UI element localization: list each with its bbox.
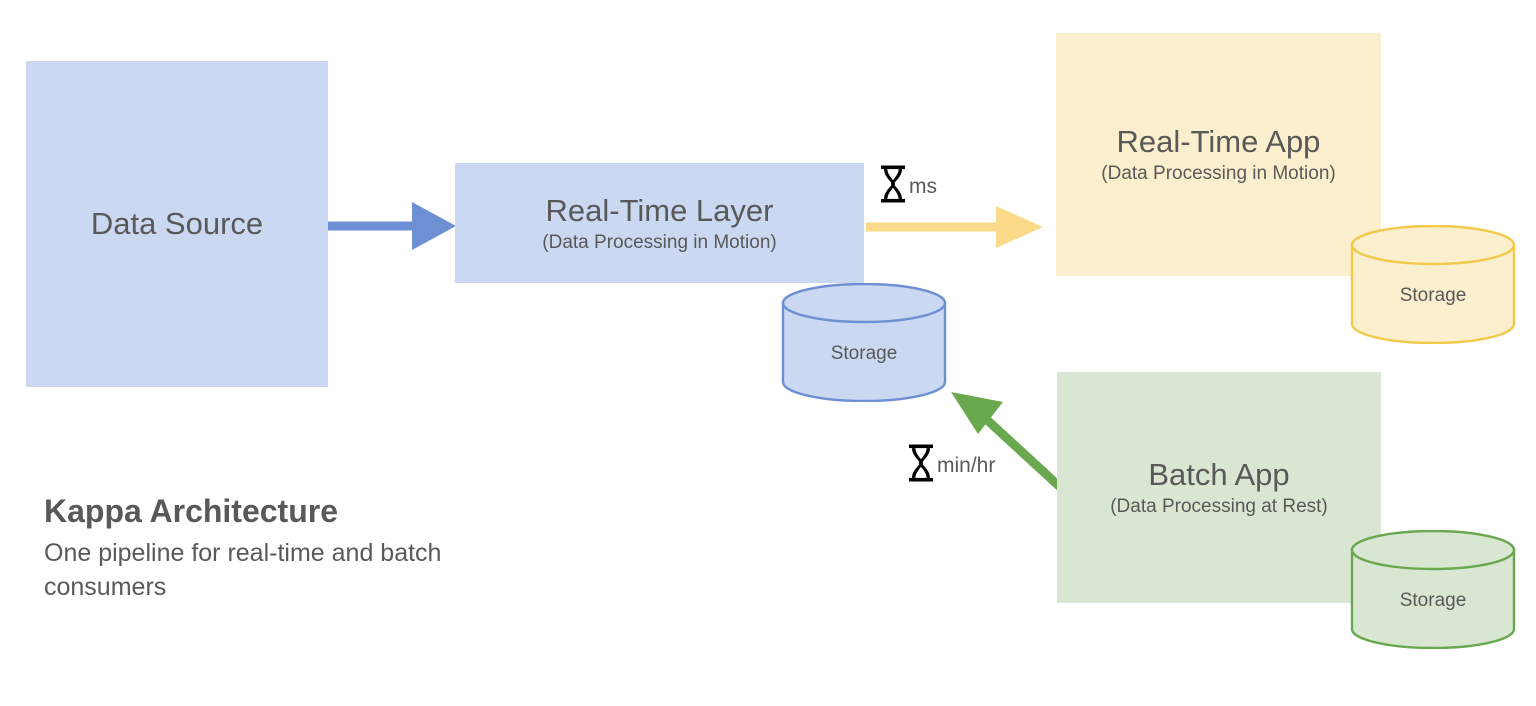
node-realtime-app[interactable]: Real-Time App (Data Processing in Motion… [1056, 33, 1381, 276]
node-batch-app-title: Batch App [1148, 457, 1290, 492]
caption-subtitle: One pipeline for real-time and batch con… [44, 539, 442, 601]
caption-block: Kappa Architecture One pipeline for real… [44, 490, 564, 604]
hourglass-icon [908, 443, 934, 483]
latency-realtime-label: ms [909, 174, 937, 198]
node-batch-app[interactable]: Batch App (Data Processing at Rest) [1057, 372, 1381, 603]
arrow-layer-to-realtime-app [866, 206, 1043, 248]
hourglass-icon [880, 164, 906, 204]
cylinder-shape [1350, 530, 1516, 649]
node-batch-app-subtitle: (Data Processing at Rest) [1110, 496, 1328, 517]
node-data-source-title: Data Source [90, 206, 264, 241]
node-realtime-layer[interactable]: Real-Time Layer (Data Processing in Moti… [455, 163, 864, 283]
latency-realtime: ms [880, 164, 937, 204]
latency-batch-label: min/hr [937, 453, 996, 477]
node-realtime-app-subtitle: (Data Processing in Motion) [1101, 163, 1336, 184]
cylinder-shape [1350, 225, 1516, 344]
cylinder-shape [781, 283, 947, 402]
storage-batch-app[interactable]: Storage [1350, 530, 1516, 649]
storage-realtime-layer[interactable]: Storage [781, 283, 947, 402]
caption-title: Kappa Architecture [44, 493, 338, 529]
latency-batch: min/hr [908, 443, 995, 483]
arrow-source-to-layer [326, 202, 456, 250]
node-realtime-layer-subtitle: (Data Processing in Motion) [542, 231, 777, 253]
node-realtime-layer-title: Real-Time Layer [545, 192, 774, 228]
node-data-source[interactable]: Data Source [26, 61, 328, 387]
storage-realtime-app[interactable]: Storage [1350, 225, 1516, 344]
node-realtime-app-title: Real-Time App [1116, 124, 1321, 159]
